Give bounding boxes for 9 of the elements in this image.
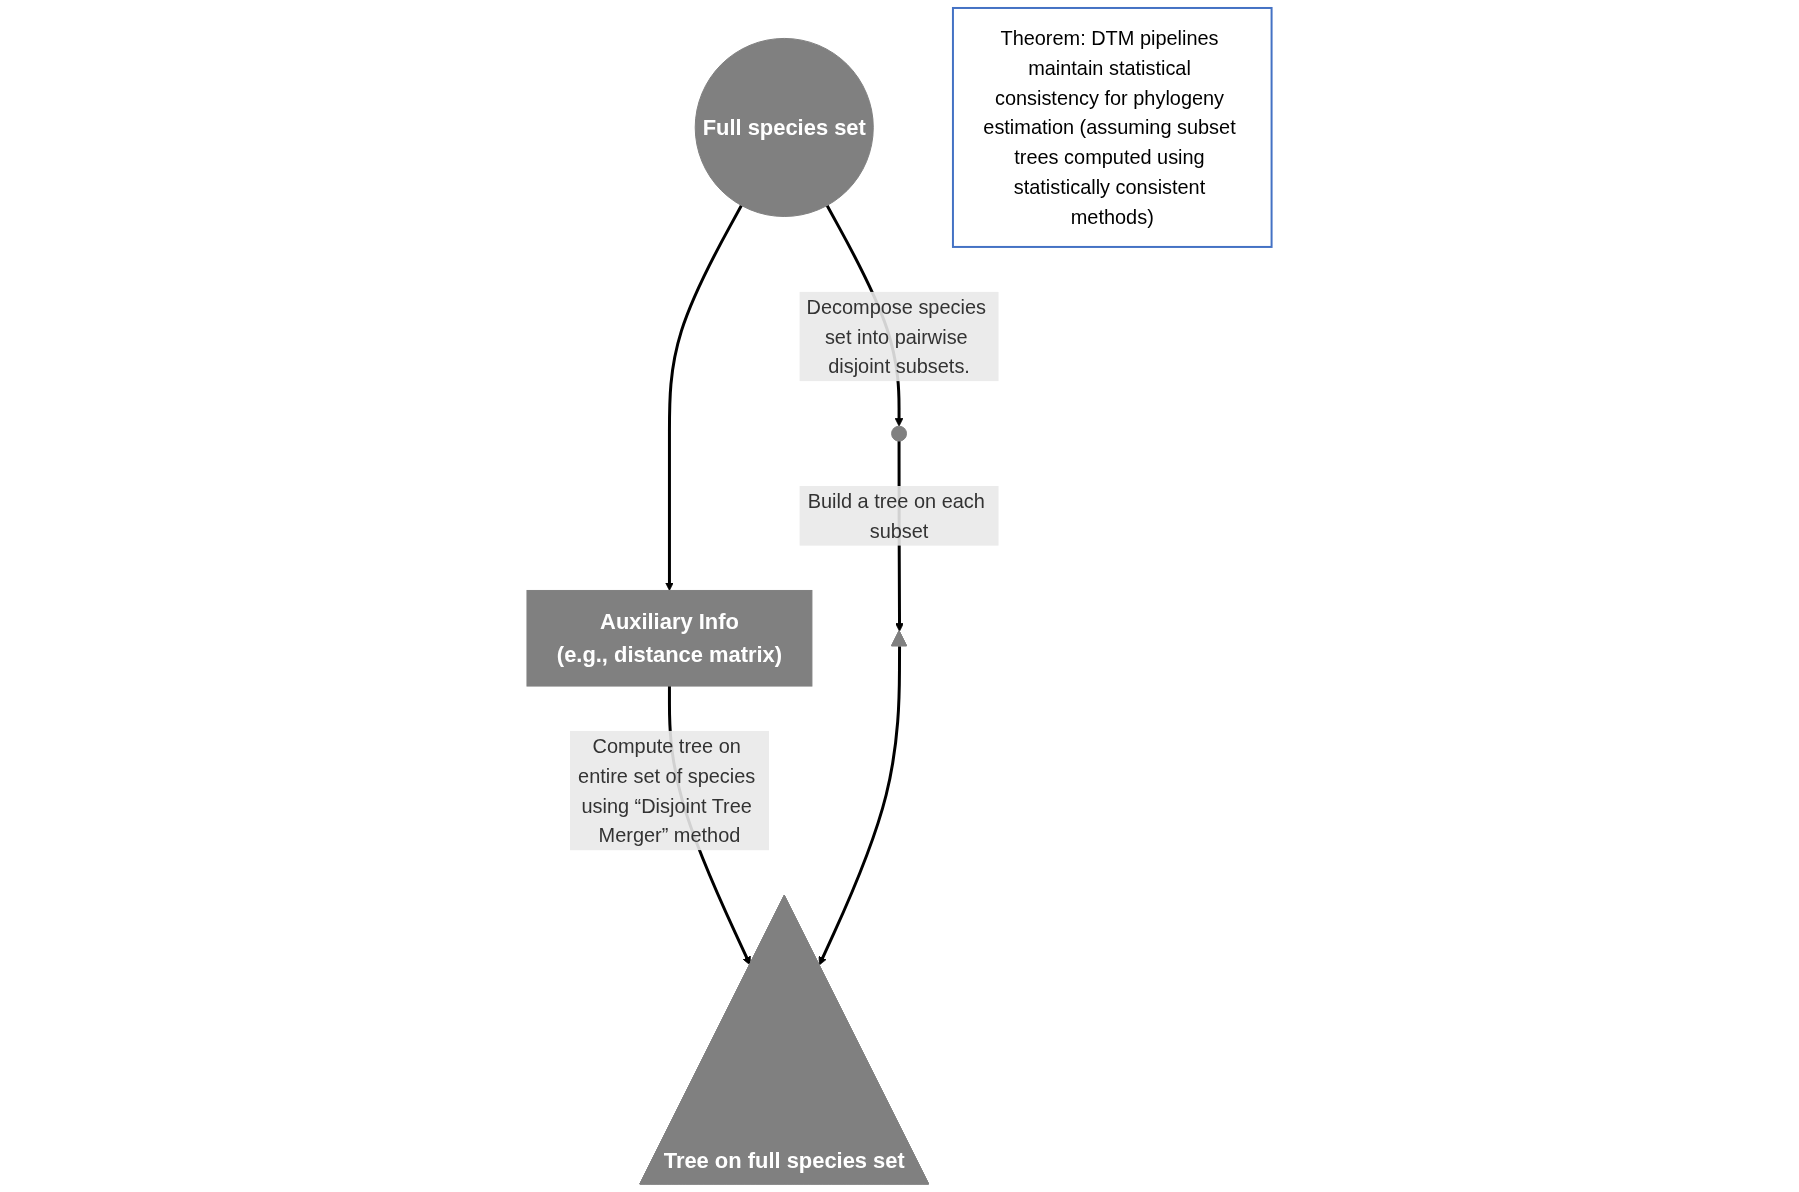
arrow [665, 204, 743, 591]
node-circle [891, 425, 908, 442]
node-box: Auxiliary Info (e.g., distance matrix) [526, 589, 813, 687]
arrow [818, 646, 902, 966]
node-box: Theorem: DTM pipelines maintain statistical consistency for phylogeny estimation (assuming subset trees computed using statistically consistent methods) [952, 7, 1273, 248]
edge-label: Build a tree on each subset [807, 489, 986, 542]
edge-label: Decompose species set into pairwise disjoint subsets. [806, 295, 987, 378]
node-circle: Full species set [694, 37, 874, 217]
edge-label: Compute tree on entire set of species using “Disjoint Tree Merger” method [578, 734, 756, 847]
